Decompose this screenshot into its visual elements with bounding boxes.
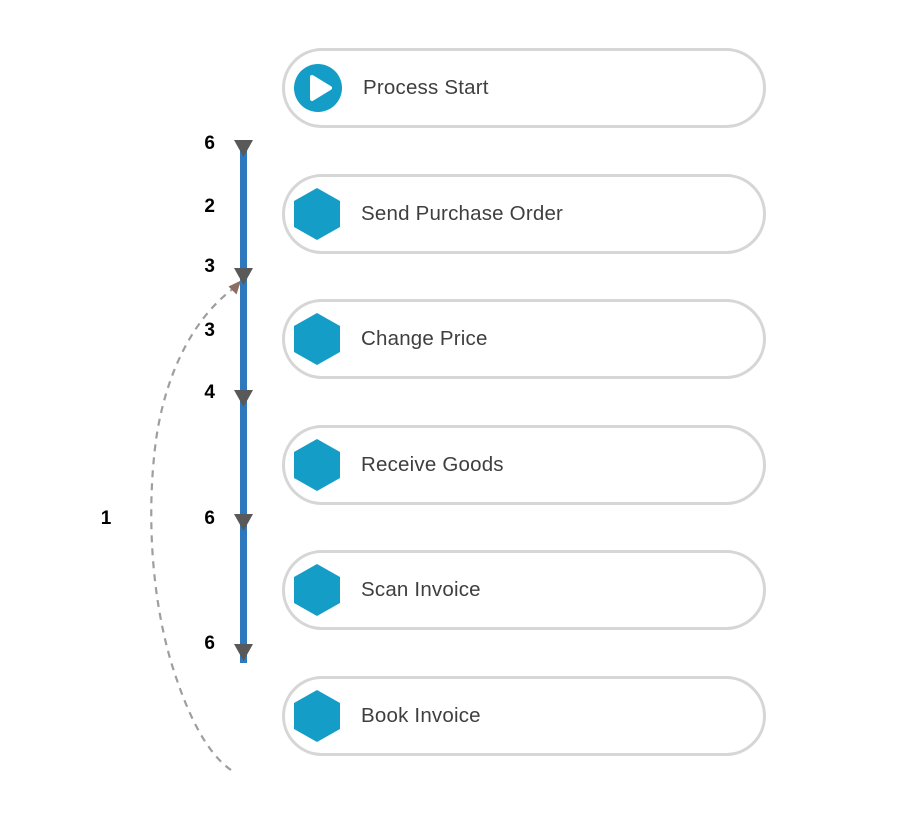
node-book-invoice[interactable]: Book Invoice xyxy=(282,676,766,756)
hexagon-icon xyxy=(294,313,340,365)
node-send-purchase-order[interactable]: Send Purchase Order xyxy=(282,174,766,254)
node-label: Scan Invoice xyxy=(361,578,481,601)
node-scan-invoice[interactable]: Scan Invoice xyxy=(282,550,766,630)
arrow-down-icon xyxy=(234,390,253,407)
node-change-price[interactable]: Change Price xyxy=(282,299,766,379)
node-label: Process Start xyxy=(363,76,489,99)
edge-count: 3 xyxy=(204,256,215,277)
arrow-down-icon xyxy=(234,268,253,285)
hexagon-icon xyxy=(294,439,340,491)
edge-count: 2 xyxy=(204,196,215,217)
loop-edge-count: 1 xyxy=(100,508,112,529)
hexagon-icon xyxy=(294,188,340,240)
node-label: Send Purchase Order xyxy=(361,202,564,225)
node-label: Book Invoice xyxy=(361,704,481,727)
node-process-start[interactable]: Process Start xyxy=(282,48,766,128)
hexagon-icon xyxy=(294,690,340,742)
arrow-down-icon xyxy=(234,644,253,661)
edge-count: 4 xyxy=(204,382,215,403)
play-circle-icon xyxy=(294,64,342,112)
node-receive-goods[interactable]: Receive Goods xyxy=(282,425,766,505)
edge-count: 6 xyxy=(204,508,215,529)
hexagon-icon xyxy=(294,564,340,616)
node-label: Receive Goods xyxy=(361,453,504,476)
edge-count: 3 xyxy=(204,320,215,341)
node-label: Change Price xyxy=(361,327,488,350)
loop-arrow-icon xyxy=(228,280,241,295)
edge-count: 6 xyxy=(204,633,215,654)
arrow-down-icon xyxy=(234,514,253,531)
loop-back-edge[interactable] xyxy=(150,285,238,771)
arrow-down-icon xyxy=(234,140,253,157)
edge-count: 6 xyxy=(204,133,215,154)
